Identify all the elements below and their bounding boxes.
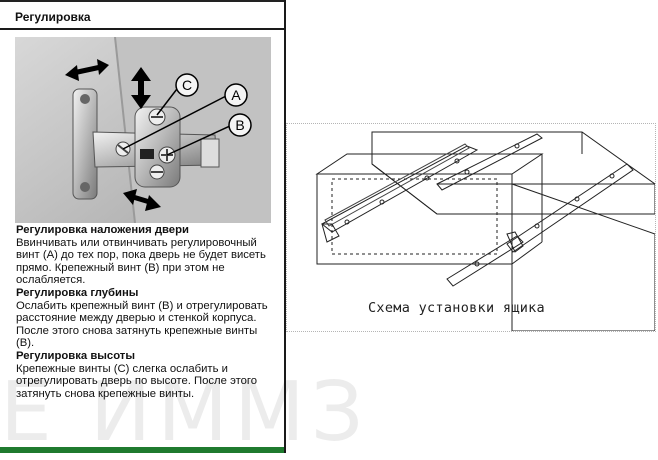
section-header: Регулировка	[0, 6, 284, 30]
bottom-accent-bar	[0, 447, 284, 453]
height-heading: Регулировка высоты	[16, 349, 135, 362]
overlay-body: Ввинчивать или отвинчивать регулировочны…	[16, 236, 266, 287]
vertical-arrow-icon	[131, 67, 151, 109]
depth-heading: Регулировка глубины	[16, 286, 139, 299]
right-drawer-rail	[446, 163, 634, 287]
svg-text:C: C	[182, 77, 192, 93]
horizontal-arrow-icon	[65, 59, 109, 81]
height-body: Крепежные винты (С) слегка ослабить и от…	[16, 362, 258, 400]
svg-text:A: A	[231, 87, 241, 103]
left-drawer-rail	[321, 143, 479, 243]
overlay-heading: Регулировка наложения двери	[16, 224, 189, 236]
callout-c: C	[175, 73, 199, 97]
drawer-diagram	[286, 123, 656, 332]
hinge-photo: C A B	[15, 36, 271, 224]
drawer-diagram-caption: Схема установки ящика	[368, 300, 545, 316]
callout-b: B	[228, 113, 252, 137]
section-title: Регулировка	[15, 10, 91, 24]
depth-arrow-icon	[123, 189, 161, 211]
callout-a: A	[224, 83, 248, 107]
instructions-text: Регулировка наложения двери Ввинчивать и…	[16, 224, 278, 400]
top-rule	[0, 0, 284, 2]
hinge-arm	[92, 106, 220, 188]
depth-body: Ослабить крепежный винт (В) и отрегулиро…	[16, 299, 268, 350]
screw-c-lower	[149, 164, 165, 180]
screw-c	[148, 108, 166, 126]
mounting-plate	[72, 88, 98, 200]
upper-cabinet-rail	[436, 133, 543, 191]
instruction-panel: Регулировка	[0, 0, 286, 453]
svg-text:B: B	[235, 117, 244, 133]
